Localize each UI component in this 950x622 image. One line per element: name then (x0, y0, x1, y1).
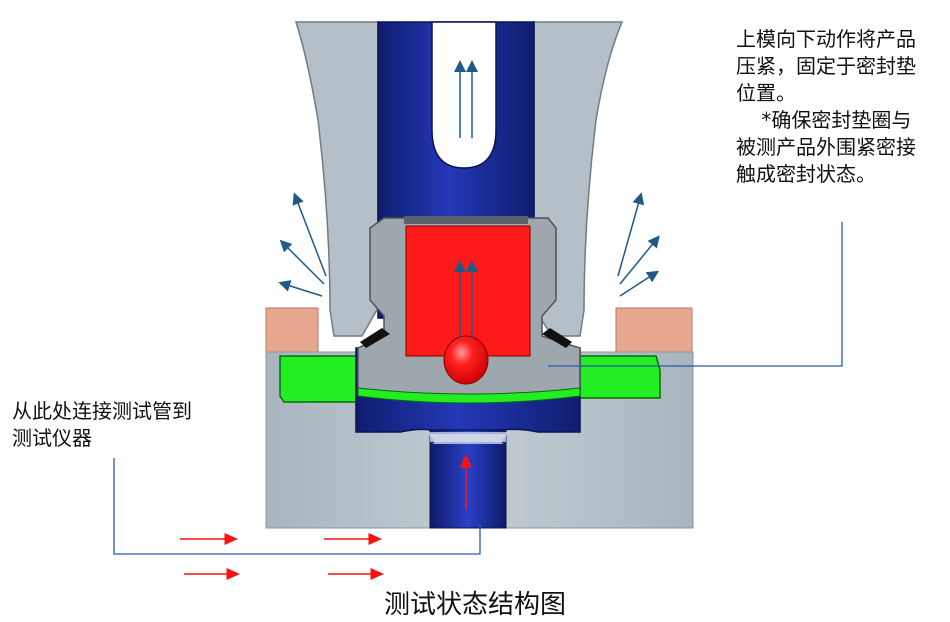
annotation-line: 被测产品外围紧密接 (736, 135, 916, 159)
leader-line-left (113, 458, 481, 555)
figure-caption: 测试状态结构图 (383, 590, 566, 620)
seal-gasket-right (577, 355, 661, 399)
annotation-line: 位置。 (736, 81, 796, 105)
annotation-left: 从此处连接测试管到 测试仪器 (12, 398, 192, 452)
annotation-line: *确保密封垫圈与 (736, 108, 912, 132)
test-flow-arrows (180, 454, 472, 580)
annotation-top-right: 上模向下动作将产品 压紧，固定于密封垫 位置。 *确保密封垫圈与 被测产品外围紧… (736, 26, 916, 188)
upper-mold (294, 21, 379, 337)
copper-pad-right (615, 307, 693, 353)
annotation-line: 从此处连接测试管到 (12, 399, 192, 423)
annotation-line: 触成密封状态。 (736, 162, 876, 186)
leader-line-right (548, 222, 843, 367)
seal-gasket-center (357, 387, 581, 404)
product-ball (443, 335, 489, 385)
copper-pad-left (265, 307, 319, 353)
cross-section (265, 21, 694, 529)
test-product (405, 225, 531, 357)
plunger-slot (431, 21, 497, 169)
air-flow-arrows (278, 60, 660, 338)
leader-lines (113, 222, 843, 555)
outlet-tube (429, 429, 507, 529)
seal-gasket-left (279, 355, 359, 403)
annotation-line: 上模向下动作将产品 (736, 27, 916, 51)
annotation-line: 压紧，固定于密封垫 (736, 54, 916, 78)
annotation-line: 测试仪器 (12, 426, 92, 450)
